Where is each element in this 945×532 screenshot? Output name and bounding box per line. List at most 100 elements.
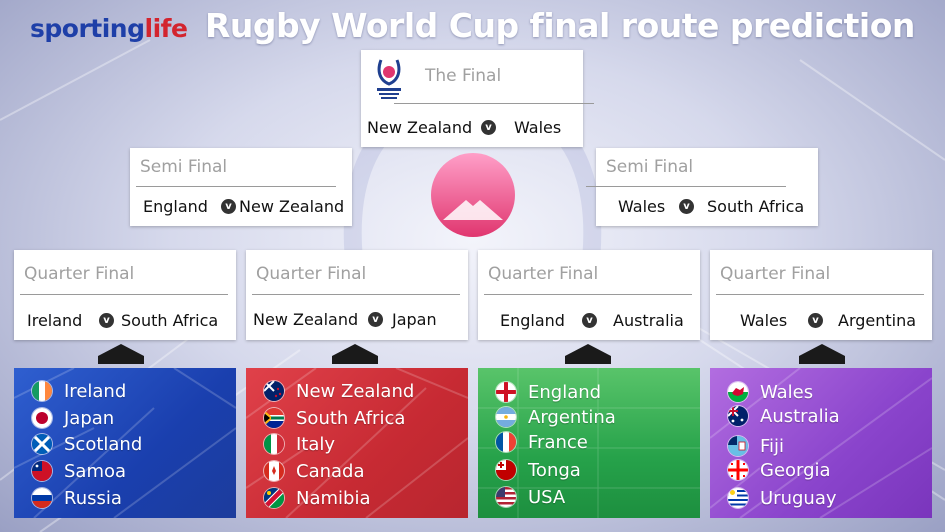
- pool-team-name: Samoa: [64, 460, 127, 482]
- pool-team-name: Argentina: [528, 406, 616, 428]
- pool-team-row: Ireland: [32, 379, 126, 403]
- semi-final-card-right: Semi Final Wales v South Africa: [586, 148, 818, 226]
- uruguay-flag-icon: [728, 488, 748, 508]
- pool-team-row: Namibia: [264, 486, 371, 510]
- final-label: The Final: [425, 66, 502, 86]
- quarter-final-team1: England: [500, 311, 565, 330]
- australia-flag-icon: [728, 406, 748, 426]
- quarter-final-card-2: Quarter Final New Zealand v Japan: [246, 250, 468, 340]
- pool-team-row: Russia: [32, 486, 122, 510]
- quarter-final-divider: [484, 294, 692, 295]
- semi-final-team1: England: [143, 197, 208, 216]
- pool-team-row: Uruguay: [728, 486, 837, 510]
- page-title: Rugby World Cup final route prediction: [205, 6, 915, 45]
- quarter-final-card-4: Quarter Final Wales v Argentina: [710, 250, 932, 340]
- argentina-flag-icon: [496, 407, 516, 427]
- pool-team-name: England: [528, 381, 602, 403]
- semi-final-vs-badge: v: [679, 199, 694, 214]
- sun-emblem: [431, 153, 515, 237]
- pool-team-row: Samoa: [32, 459, 126, 483]
- final-team2: Wales: [514, 118, 562, 137]
- quarter-final-label: Quarter Final: [488, 264, 599, 284]
- japan-flag-icon: [32, 408, 52, 428]
- semi-final-team2: New Zealand: [239, 197, 345, 216]
- quarter-final-card-3: Quarter Final England v Australia: [478, 250, 700, 340]
- quarter-final-team2: Argentina: [838, 311, 917, 330]
- france-flag-icon: [496, 432, 516, 452]
- pool-team-name: New Zealand: [296, 380, 415, 402]
- rugby-world-cup-logo: [377, 59, 401, 99]
- quarter-final-card-1: Quarter Final Ireland v South Africa: [14, 250, 236, 340]
- quarter-final-team1: Ireland: [27, 311, 83, 330]
- pool-team-name: South Africa: [296, 407, 406, 429]
- south-africa-flag-icon: [264, 408, 284, 428]
- semi-final-divider: [136, 186, 336, 187]
- final-vs-badge: v: [481, 120, 496, 135]
- pool-team-row: South Africa: [264, 406, 405, 430]
- sportinglife-logo[interactable]: sportinglife: [30, 14, 188, 43]
- italy-flag-icon: [264, 434, 284, 454]
- semi-final-team2: South Africa: [707, 197, 805, 216]
- quarter-final-vs-badge: v: [368, 312, 383, 327]
- pool-team-row: Georgia: [728, 458, 831, 482]
- pool-team-row: France: [496, 430, 588, 454]
- pool-team-row: Japan: [32, 406, 114, 430]
- pool-team-row: USA: [496, 485, 565, 509]
- final-team1: New Zealand: [367, 118, 473, 137]
- pool-c-panel: England Argentina France Tonga USA: [478, 368, 700, 518]
- semi-final-divider: [586, 186, 786, 187]
- pool-team-name: Uruguay: [760, 487, 837, 509]
- pool-team-name: France: [528, 431, 588, 453]
- scotland-flag-icon: [32, 434, 52, 454]
- pool-team-row: Fiji: [728, 434, 784, 458]
- pool-team-name: Fiji: [760, 435, 785, 457]
- quarter-final-divider: [20, 294, 228, 295]
- pool-team-name: Russia: [64, 487, 122, 509]
- semi-final-team1: Wales: [618, 197, 666, 216]
- quarter-final-team2: Japan: [392, 310, 437, 329]
- usa-flag-icon: [496, 487, 516, 507]
- quarter-final-vs-badge: v: [582, 313, 597, 328]
- pool-team-row: Tonga: [496, 458, 581, 482]
- final-card: The Final New Zealand v Wales: [361, 50, 594, 147]
- pool-team-row: Australia: [728, 404, 840, 428]
- pool-team-name: Italy: [296, 433, 336, 455]
- pool-team-name: Ireland: [64, 380, 127, 402]
- quarter-final-label: Quarter Final: [256, 264, 367, 284]
- pool-team-name: Scotland: [64, 433, 143, 455]
- logo-part1: sporting: [30, 14, 145, 43]
- pool-team-row: Wales: [728, 380, 813, 404]
- pool-team-name: Japan: [64, 407, 115, 429]
- ireland-flag-icon: [32, 381, 52, 401]
- samoa-flag-icon: [32, 461, 52, 481]
- pool-team-row: Argentina: [496, 405, 616, 429]
- quarter-final-team1: New Zealand: [253, 310, 359, 329]
- namibia-flag-icon: [264, 488, 284, 508]
- russia-flag-icon: [32, 488, 52, 508]
- pool-team-name: Australia: [760, 405, 840, 427]
- quarter-final-team2: Australia: [613, 311, 684, 330]
- final-divider: [394, 103, 594, 104]
- quarter-final-vs-badge: v: [808, 313, 823, 328]
- quarter-final-vs-badge: v: [99, 313, 114, 328]
- pool-a-panel: Ireland Japan Scotland Samoa Russia: [14, 368, 236, 518]
- pool-team-name: Tonga: [528, 459, 581, 481]
- pool-team-row: New Zealand: [264, 379, 414, 403]
- pool-team-name: Canada: [296, 460, 365, 482]
- pool-team-name: Wales: [760, 381, 814, 403]
- england-flag-icon: [496, 382, 516, 402]
- semi-final-label: Semi Final: [606, 157, 694, 177]
- pool-team-row: Italy: [264, 432, 335, 456]
- fiji-flag-icon: [728, 436, 748, 456]
- pool-pattern: [478, 368, 700, 518]
- quarter-final-divider: [716, 294, 924, 295]
- pool-team-name: Georgia: [760, 459, 831, 481]
- tonga-flag-icon: [496, 460, 516, 480]
- quarter-final-team2: South Africa: [121, 311, 219, 330]
- pool-team-row: Canada: [264, 459, 365, 483]
- semi-final-label: Semi Final: [140, 157, 228, 177]
- pool-team-row: Scotland: [32, 432, 142, 456]
- quarter-final-label: Quarter Final: [24, 264, 135, 284]
- quarter-final-label: Quarter Final: [720, 264, 831, 284]
- quarter-final-divider: [252, 294, 460, 295]
